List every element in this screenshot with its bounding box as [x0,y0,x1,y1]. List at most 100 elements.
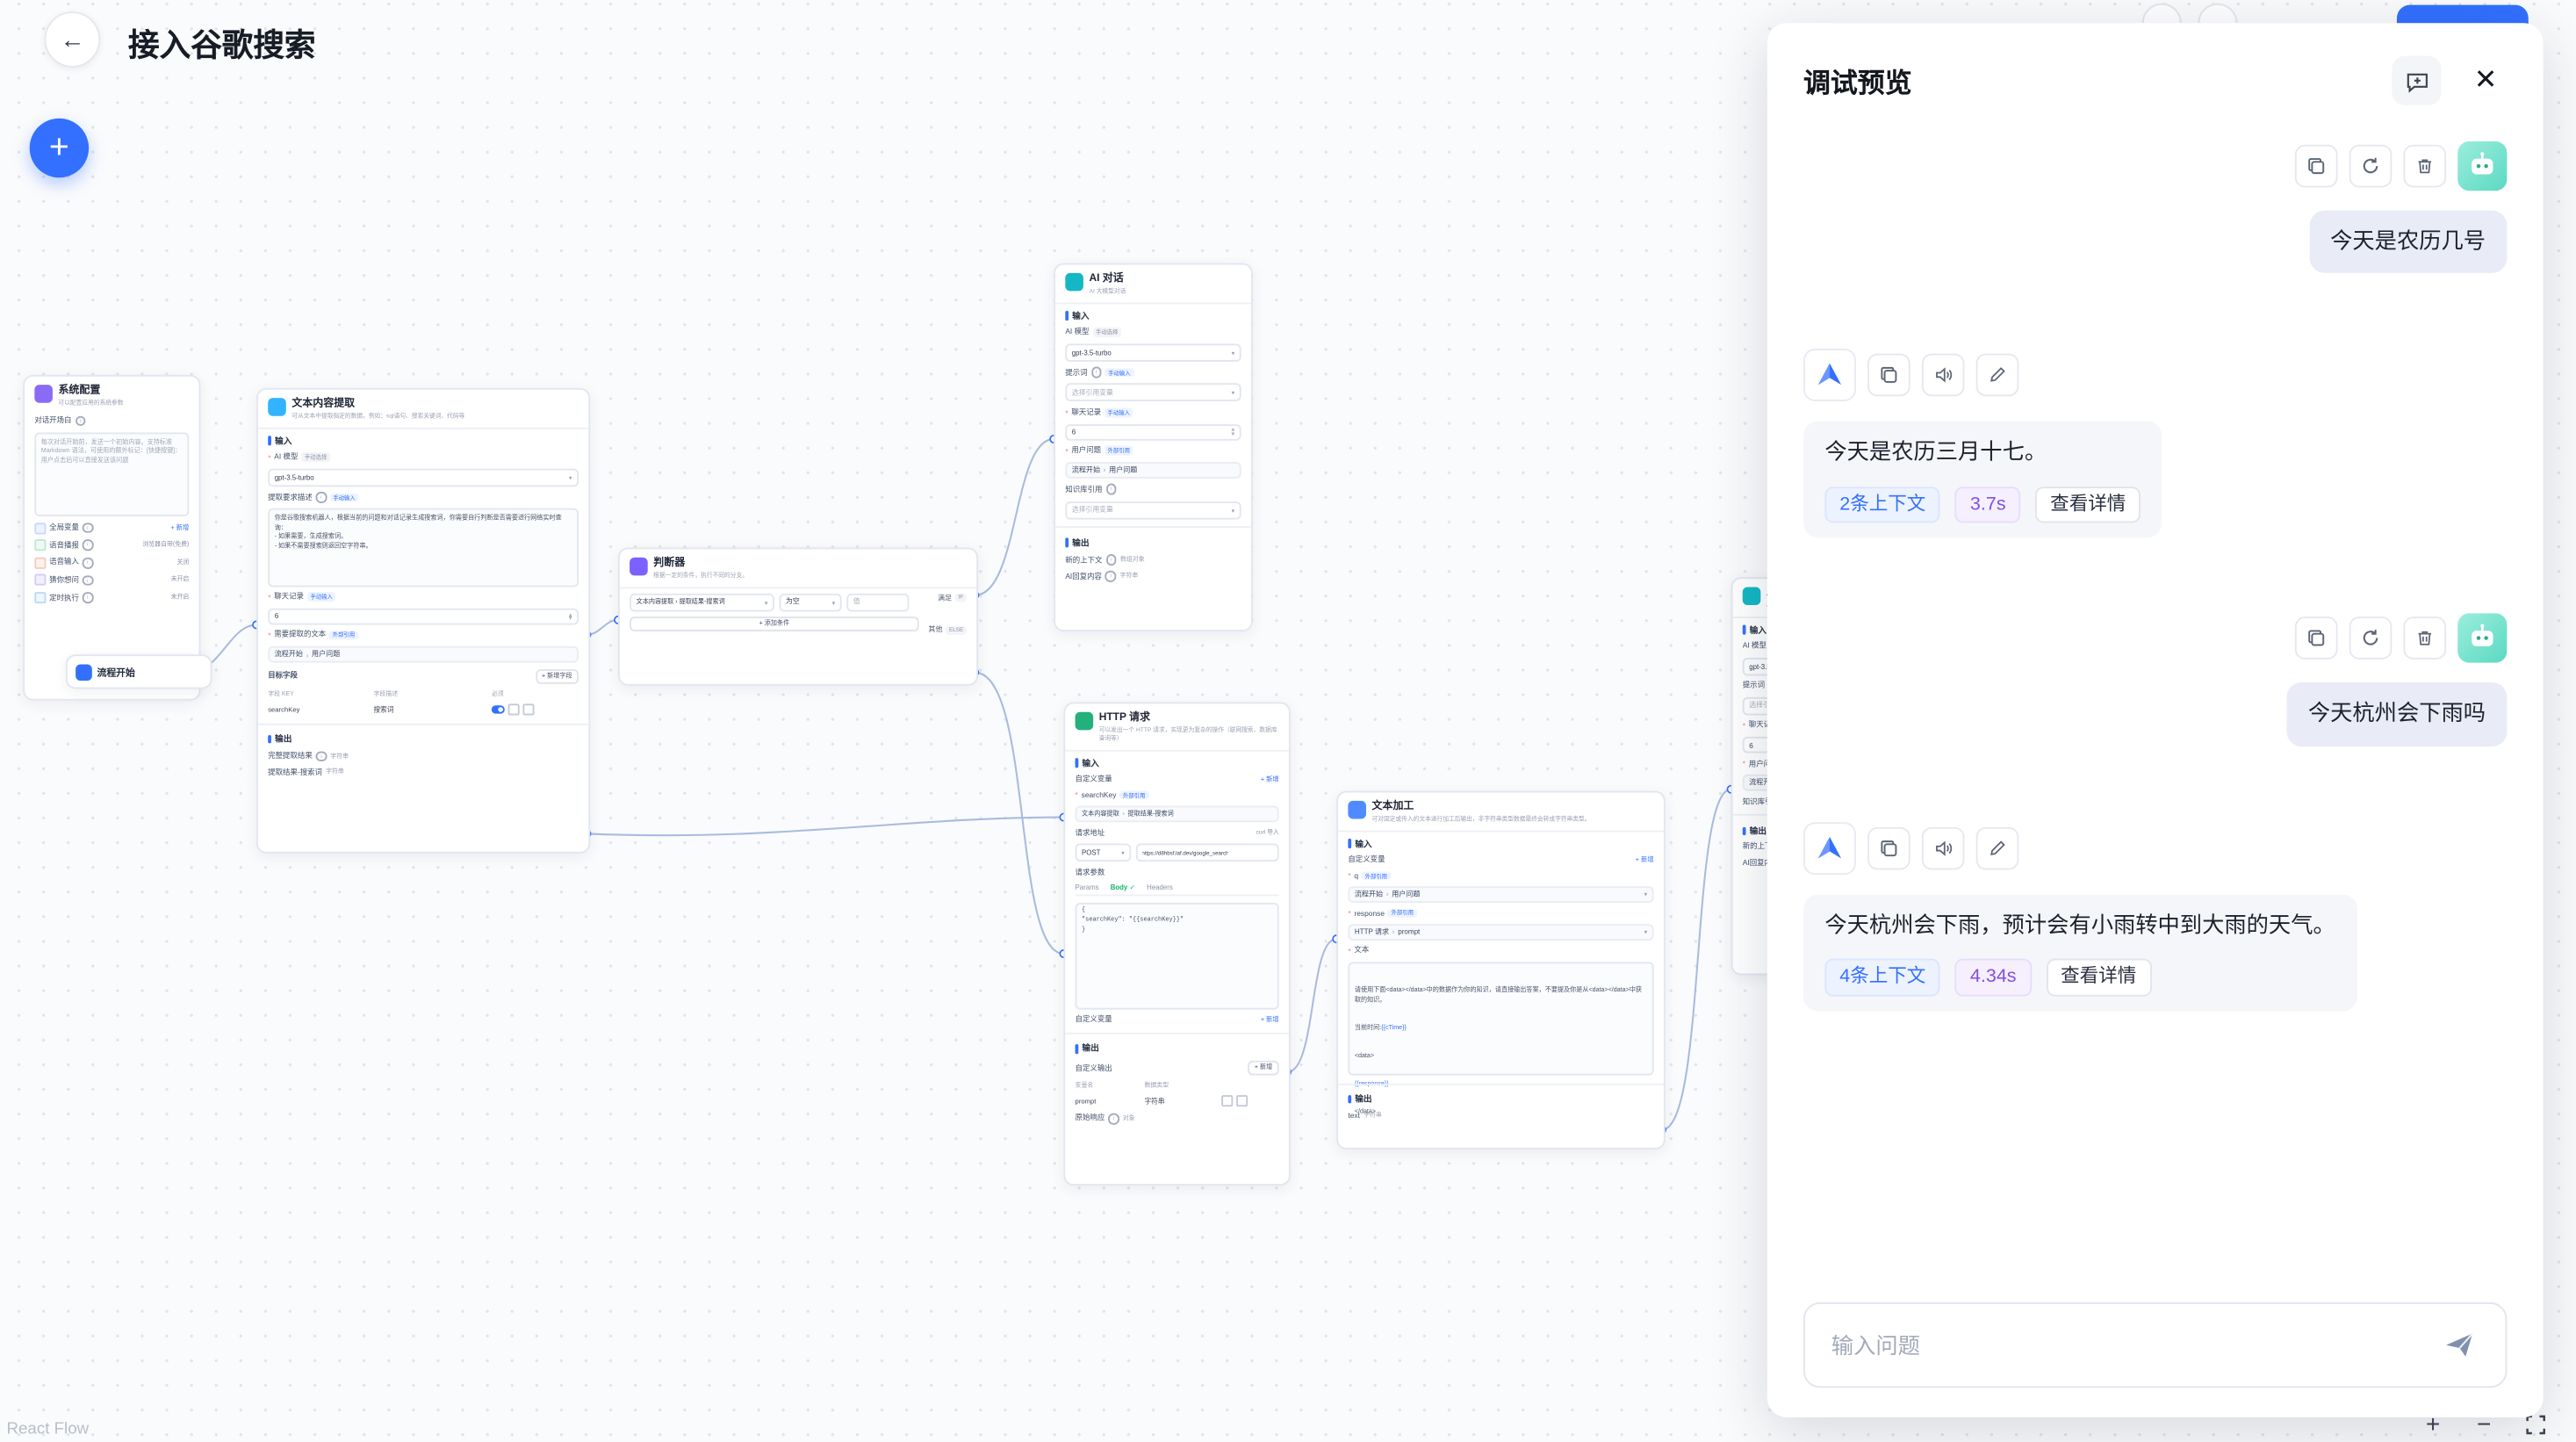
kb-select[interactable]: 选择引用变量▾ [1065,501,1241,520]
row-value[interactable]: 关闭 [176,559,190,566]
add-variable-button[interactable]: + 新增 [1260,1014,1279,1024]
q-reference[interactable]: 流程开始›用户问题▾ [1348,886,1654,903]
target-reference[interactable]: 流程开始›用户问题 [268,645,579,663]
copy-button[interactable] [1867,826,1910,869]
stepper-icons[interactable] [568,612,572,621]
output-name: prompt [1075,1097,1097,1107]
tts-button[interactable] [1921,826,1965,869]
add-condition-button[interactable]: + 添加条件 [630,616,919,632]
section-output: 输出 [268,733,579,745]
history-label: 聊天记录 [1748,721,1779,730]
node-subtitle: AI 大模型对话 [1089,287,1126,294]
send-button[interactable] [2433,1319,2486,1372]
delete-icon[interactable] [522,703,535,716]
extract-requirement-textarea[interactable]: 你是谷歌搜索机器人，根据当前的问题和对话记录生成搜索词，你需要自行判断是否需要进… [268,508,579,587]
add-variable-button[interactable]: + 新增 [170,523,190,532]
model-select[interactable]: gpt-3.5-turbo▾ [268,468,579,487]
url-input[interactable]: https://d8hbsf.laf.dev/google_search [1134,843,1279,862]
info-icon: i [82,557,93,569]
back-button[interactable]: ← [44,11,101,68]
close-button[interactable]: ✕ [2461,56,2510,105]
new-chat-button[interactable] [2392,55,2442,105]
user-avatar [2457,614,2508,664]
node-flow-start[interactable]: 流程开始 [65,654,212,689]
edit-button[interactable] [1975,354,2019,397]
node-http-request[interactable]: HTTP 请求 可以发出一个 HTTP 请求，实现更为复杂的操作（联网搜索、数据… [1063,702,1291,1186]
question-reference[interactable]: 流程开始›用户问题 [1065,461,1241,479]
add-variable-button[interactable]: + 新增 [1260,775,1279,783]
ai-chat-icon [1065,272,1083,292]
add-variable-button[interactable]: + 新增 [1635,854,1654,864]
tab-body[interactable]: Body ✓ [1110,883,1136,892]
method-select[interactable]: POST▾ [1075,843,1132,862]
node-title: 文本加工 [1371,800,1414,812]
condition-op-select[interactable]: 为空▾ [779,593,842,611]
node-text-process[interactable]: 文本加工 可对固定或传入的文本进行加工后输出，非字符串类型数据最终会转成字符串类… [1336,790,1666,1150]
response-reference[interactable]: HTTP 请求›prompt▾ [1348,923,1654,941]
edit-icon[interactable] [1221,1095,1234,1108]
node-ai-chat[interactable]: AI 对话 AI 大模型对话 输入 AI 模型手动选择 gpt-3.5-turb… [1054,263,1253,632]
output-label: AI回复内容 [1742,858,1780,867]
chat-input[interactable] [1828,1330,2434,1359]
message-list[interactable]: 今天是农历几号 今天是农历三月十七。 2条上下文 3.7s 查看详情 [1803,141,2508,1266]
history-value: 6 [1071,428,1076,436]
delete-icon[interactable] [1236,1095,1248,1108]
prompt-select[interactable]: 选择引用变量▾ [1065,384,1241,402]
add-output-button[interactable]: + 新增 [1248,1060,1279,1077]
copy-button[interactable] [1867,354,1910,397]
node-text-extract[interactable]: 文本内容提取 可从文本中提取指定的数据，例如：sql语句、搜索关键词、代码等 输… [256,387,591,854]
ref-field: 用户问题 [312,649,341,659]
body-code-editor[interactable]: { "searchKey": "{{searchKey}}" } [1075,902,1279,1010]
output-type: 数组对象 [1119,555,1145,563]
tab-params[interactable]: Params [1075,883,1099,892]
ai-message-group: 今天杭州会下雨，预计会有小雨转中到大雨的天气。 4条上下文 4.34s 查看详情 [1803,821,2507,1012]
curl-import-button[interactable]: curl 导入 [1256,828,1279,836]
delete-button[interactable] [2403,144,2447,188]
output-type: 对象 [1122,1114,1135,1121]
model-select[interactable]: gpt-3.5-turbo▾ [1065,342,1241,362]
tts-button[interactable] [1921,354,1965,397]
history-stepper[interactable]: 6 [1065,423,1241,441]
copy-icon [1881,367,1897,384]
row-label: 猜你想问 [49,575,79,584]
params-label: 请求参数 [1075,868,1105,876]
section-input: 输入 [1076,757,1279,768]
retry-icon [2363,631,2378,646]
copy-button[interactable] [2294,616,2338,660]
chevron-down-icon: ▾ [1231,390,1235,398]
react-flow-attribution: React Flow [6,1420,90,1439]
row-value[interactable]: 未开启 [170,594,190,601]
welcome-textarea[interactable]: 每次对话开始前，发送一个初始内容。支持标准 Markdown 语法，可使用的额外… [34,432,190,517]
row-value[interactable]: 浏览器自带(免费) [142,541,190,549]
condition-value-input[interactable]: 值 [846,593,910,611]
context-badge[interactable]: 2条上下文 [1824,486,1941,524]
node-subtitle: 可从文本中提取指定的数据，例如：sql语句、搜索关键词、代码等 [291,412,465,419]
duration-badge: 4.34s [1955,958,2032,997]
copy-button[interactable] [2294,144,2338,188]
delete-button[interactable] [2403,616,2447,660]
tab-headers[interactable]: Headers [1147,883,1173,892]
searchkey-reference[interactable]: 文本内容提取›提取结果-搜索词 [1075,805,1279,823]
retry-button[interactable] [2349,144,2393,188]
add-node-button[interactable]: + [29,118,90,178]
condition-variable-select[interactable]: 文本内容提取 › 提取结果-搜索词▾ [630,593,774,611]
row-value[interactable]: 未开启 [170,576,190,583]
context-badge[interactable]: 4条上下文 [1824,958,1941,997]
view-detail-button[interactable]: 查看详情 [2035,486,2141,524]
edit-button[interactable] [1975,826,2019,869]
question-guide-icon [34,574,47,587]
stepper-icons[interactable] [1231,428,1235,436]
chevron-down-icon: ▾ [831,599,836,607]
text-editor[interactable]: 请使用下面<data></data>中的数据作为你的知识，请直接输出答案，不要提… [1348,962,1654,1114]
target-tag: 外部引用 [328,631,358,640]
view-detail-button[interactable]: 查看详情 [2046,958,2152,997]
history-stepper[interactable]: 6 [268,608,579,625]
add-field-button[interactable]: + 新增字段 [535,668,579,684]
edit-icon[interactable] [507,703,520,716]
required-toggle[interactable] [491,706,505,714]
retry-button[interactable] [2349,616,2393,660]
method-value: POST [1082,848,1101,857]
model-tag: 手动选择 [1092,328,1122,337]
